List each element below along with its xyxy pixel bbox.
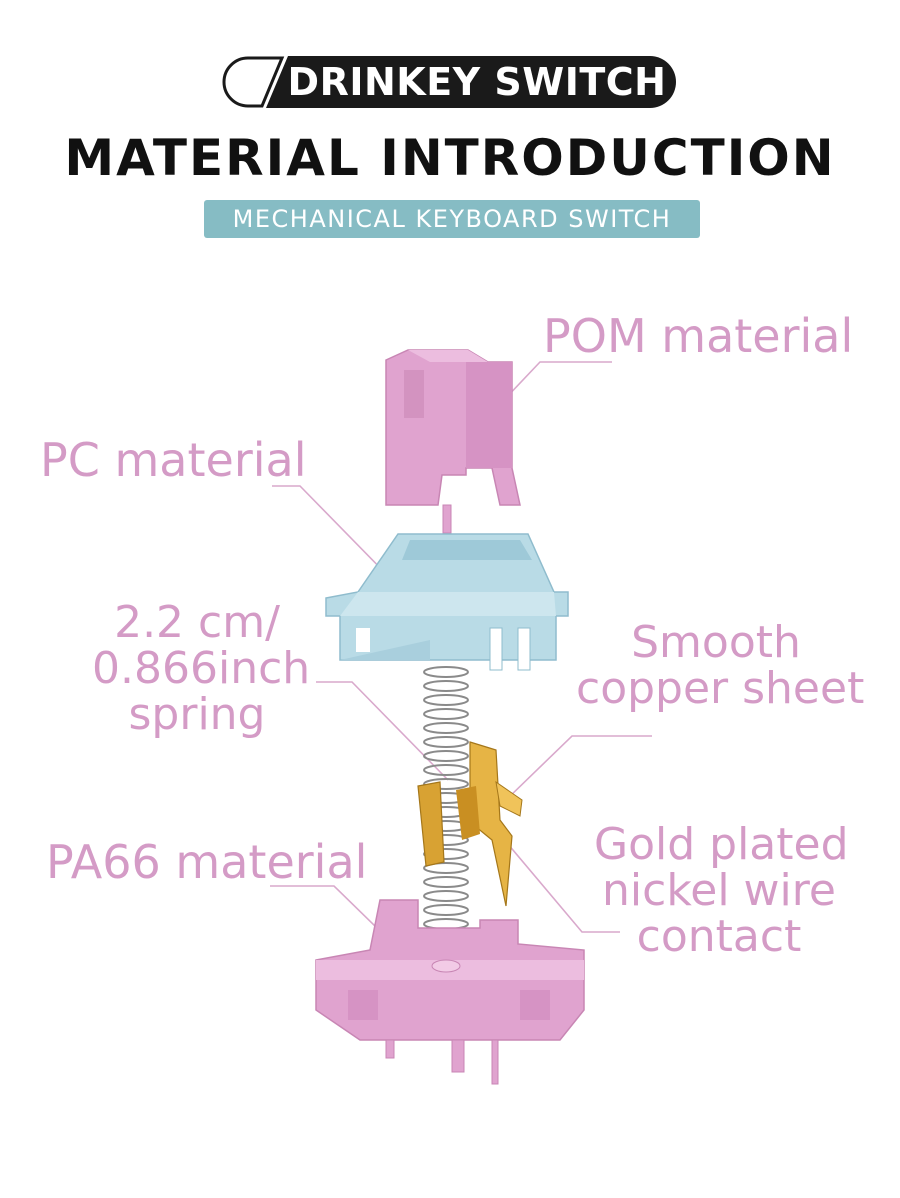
subtitle-banner: MECHANICAL KEYBOARD SWITCH: [204, 200, 700, 238]
label-pa66-material: PA66 material: [46, 835, 368, 889]
copper-contact-part: [417, 741, 523, 907]
label-copper-sheet: Smooth copper sheet: [576, 617, 865, 715]
pc-housing-part: [325, 533, 569, 671]
leader-line-copper: [505, 735, 652, 801]
pa66-housing-part: [315, 899, 585, 1085]
leader-line-spring: [316, 681, 449, 781]
label-copper-line1: Smooth: [631, 617, 801, 668]
label-copper-line2: copper sheet: [576, 663, 865, 715]
label-gold-line1: Gold plated: [594, 819, 849, 870]
label-gold-line3: contact: [636, 911, 802, 963]
label-pc-material: PC material: [40, 433, 307, 487]
pom-stem-part: [385, 349, 521, 534]
label-spring: 2.2 cm/ 0.866inch spring: [92, 597, 311, 741]
label-spring-line2: 0.866inch: [92, 643, 311, 695]
leader-line-pc: [272, 485, 393, 581]
badge-text: DRINKEY SWITCH: [287, 60, 667, 104]
label-spring-line3: spring: [128, 689, 266, 741]
brand-badge: DRINKEY SWITCH: [222, 56, 676, 108]
label-gold-line2: nickel wire: [602, 865, 836, 917]
page-title: MATERIAL INTRODUCTION: [64, 129, 836, 187]
subtitle-text: MECHANICAL KEYBOARD SWITCH: [232, 205, 672, 233]
label-spring-line1: 2.2 cm/: [114, 597, 280, 648]
label-gold-contact: Gold plated nickel wire contact: [594, 819, 849, 963]
label-pom-material: POM material: [543, 309, 854, 363]
leader-line-gold: [485, 817, 620, 933]
badge-shape: [222, 56, 676, 108]
